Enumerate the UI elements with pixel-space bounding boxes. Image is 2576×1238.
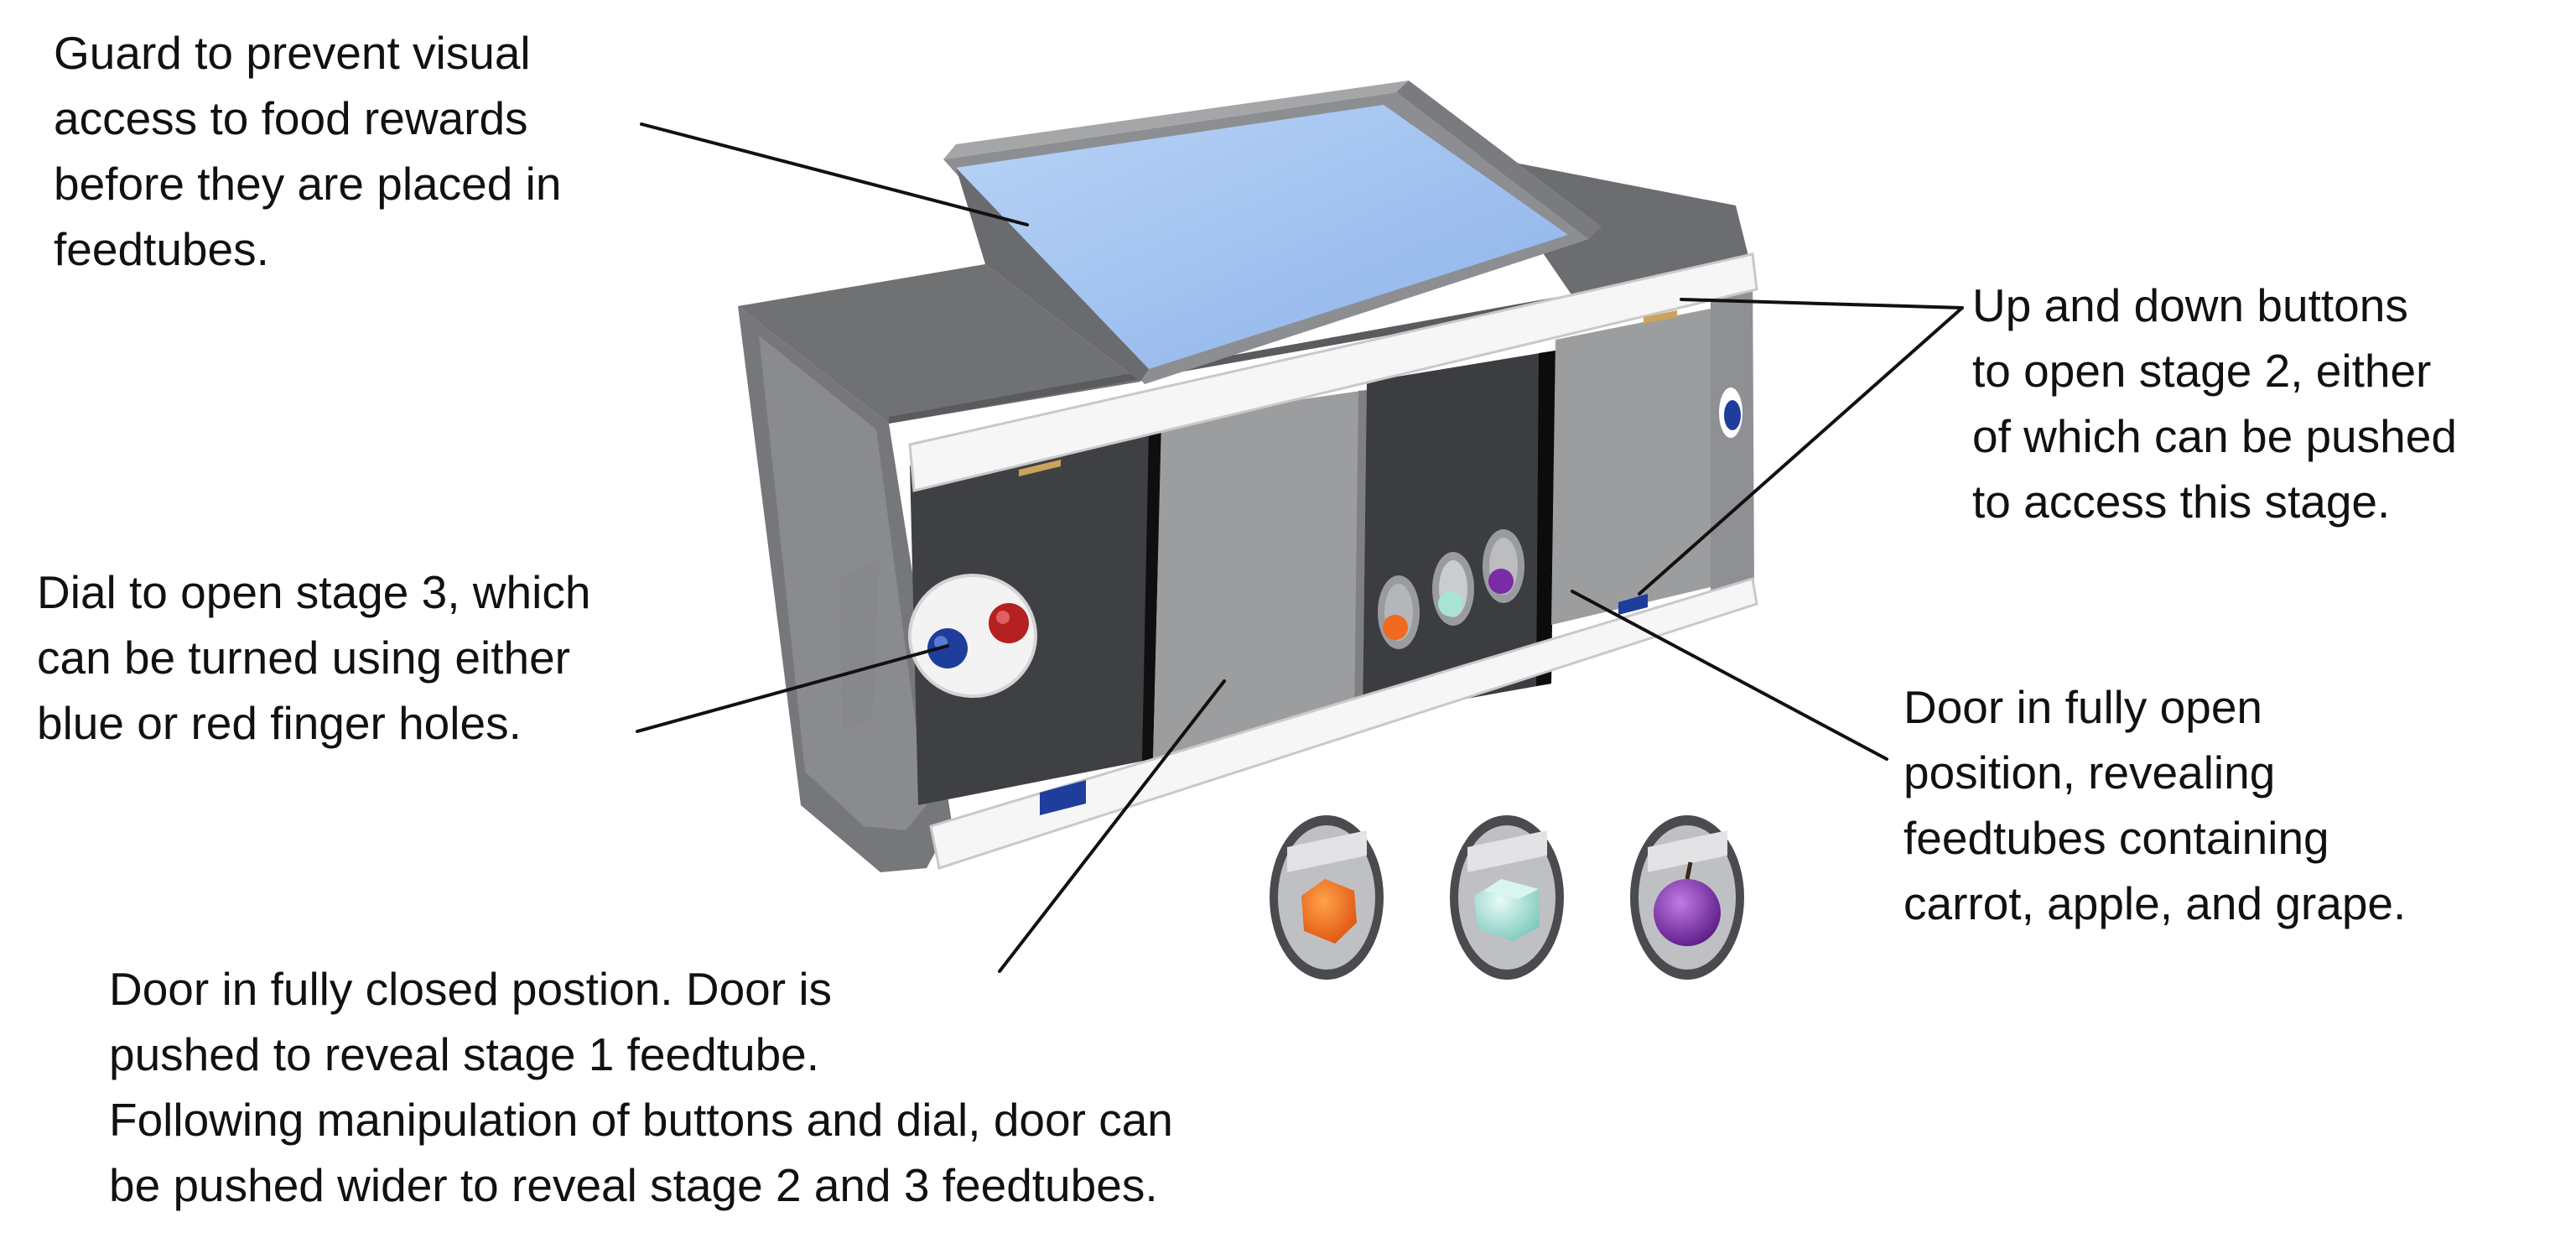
callout-door-closed-line: Door in fully closed postion. Door is bbox=[109, 963, 833, 1015]
leader-door-closed bbox=[998, 679, 1226, 973]
rail-top bbox=[908, 252, 1758, 492]
callout-guard-line: before they are placed in bbox=[54, 158, 562, 210]
callout-door-open: Door in fully open position, revealing f… bbox=[1903, 674, 2406, 936]
leader-buttons-down bbox=[1638, 306, 1964, 596]
callout-buttons: Up and down buttons to open stage 2, eit… bbox=[1972, 273, 2457, 534]
callout-guard-line: feedtubes. bbox=[54, 223, 269, 275]
box-left-side bbox=[738, 306, 952, 872]
leader-lines bbox=[636, 122, 1964, 973]
dial bbox=[908, 574, 1037, 698]
callout-buttons-line: to open stage 2, either bbox=[1972, 345, 2432, 397]
callout-guard: Guard to prevent visual access to food r… bbox=[54, 20, 561, 282]
callout-dial-line: blue or red finger holes. bbox=[37, 697, 522, 749]
callout-buttons-line: of which can be pushed bbox=[1972, 410, 2457, 462]
door-open bbox=[1551, 309, 1711, 625]
callout-door-closed-line: Following manipulation of buttons and di… bbox=[109, 1094, 1173, 1146]
callout-guard-line: Guard to prevent visual bbox=[54, 27, 531, 79]
feedtubes-row bbox=[1378, 529, 1524, 649]
callout-door-closed-line: pushed to reveal stage 1 feedtube. bbox=[109, 1028, 820, 1080]
callout-dial-line: can be turned using either bbox=[37, 632, 570, 684]
callout-dial-line: Dial to open stage 3, which bbox=[37, 566, 591, 618]
grape-icon bbox=[1630, 815, 1744, 980]
callout-door-open-line: position, revealing bbox=[1903, 746, 2276, 798]
callout-door-open-line: carrot, apple, and grape. bbox=[1903, 877, 2407, 929]
front-panel-left bbox=[910, 428, 1161, 805]
carrot-icon bbox=[1270, 815, 1384, 980]
callout-door-open-line: Door in fully open bbox=[1903, 681, 2263, 733]
leader-guard bbox=[640, 122, 1029, 226]
callout-door-closed-line: be pushed wider to reveal stage 2 and 3 … bbox=[109, 1159, 1158, 1211]
box-right-side bbox=[1711, 260, 1754, 600]
guard-panel bbox=[943, 81, 1602, 384]
callout-door-closed: Door in fully closed postion. Door is pu… bbox=[109, 956, 1173, 1218]
leader-buttons-up bbox=[1680, 298, 1964, 310]
door-closed bbox=[1153, 390, 1367, 759]
callout-buttons-line: to access this stage. bbox=[1972, 476, 2391, 528]
apple-icon bbox=[1450, 815, 1564, 980]
leader-door-open bbox=[1571, 590, 1888, 761]
callout-dial: Dial to open stage 3, which can be turne… bbox=[37, 559, 590, 756]
callout-guard-line: access to food rewards bbox=[54, 92, 528, 144]
leader-dial bbox=[636, 644, 949, 733]
callout-buttons-line: Up and down buttons bbox=[1972, 279, 2408, 331]
callout-door-open-line: feedtubes containing bbox=[1903, 812, 2329, 864]
